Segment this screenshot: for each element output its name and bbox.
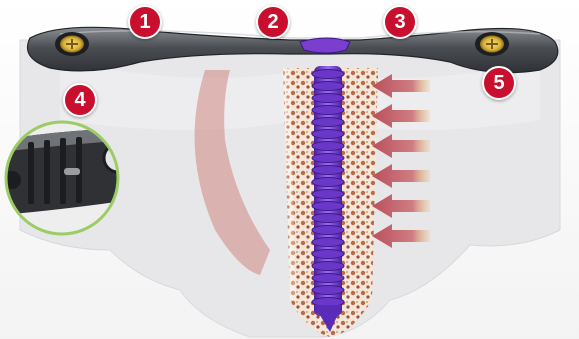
screw-thread xyxy=(312,202,344,211)
screw-thread xyxy=(312,226,344,235)
screw-thread xyxy=(312,250,344,259)
screw-thread xyxy=(312,130,344,139)
screw-thread xyxy=(312,238,344,247)
screw-thread xyxy=(312,274,344,283)
screw-thread xyxy=(312,190,344,199)
screw-thread xyxy=(312,262,344,271)
callout-4: 4 xyxy=(63,83,97,117)
screw-thread xyxy=(312,118,344,127)
callout-5: 5 xyxy=(482,66,516,100)
screw-thread xyxy=(312,178,344,187)
callout-1: 1 xyxy=(128,5,162,39)
screw-thread xyxy=(312,166,344,175)
compression-screw-head xyxy=(300,38,350,53)
callout-3: 3 xyxy=(383,5,417,39)
locking-screw-right xyxy=(475,32,509,56)
screw-thread xyxy=(312,214,344,223)
compression-screw xyxy=(312,66,344,332)
screw-thread xyxy=(312,286,344,295)
screw-thread xyxy=(312,106,344,115)
screw-thread xyxy=(312,154,344,163)
locking-screw-left xyxy=(55,32,89,56)
screw-thread xyxy=(312,70,344,79)
callout-2: 2 xyxy=(256,5,290,39)
screw-thread xyxy=(312,94,344,103)
screw-thread xyxy=(312,82,344,91)
screw-thread xyxy=(312,142,344,151)
